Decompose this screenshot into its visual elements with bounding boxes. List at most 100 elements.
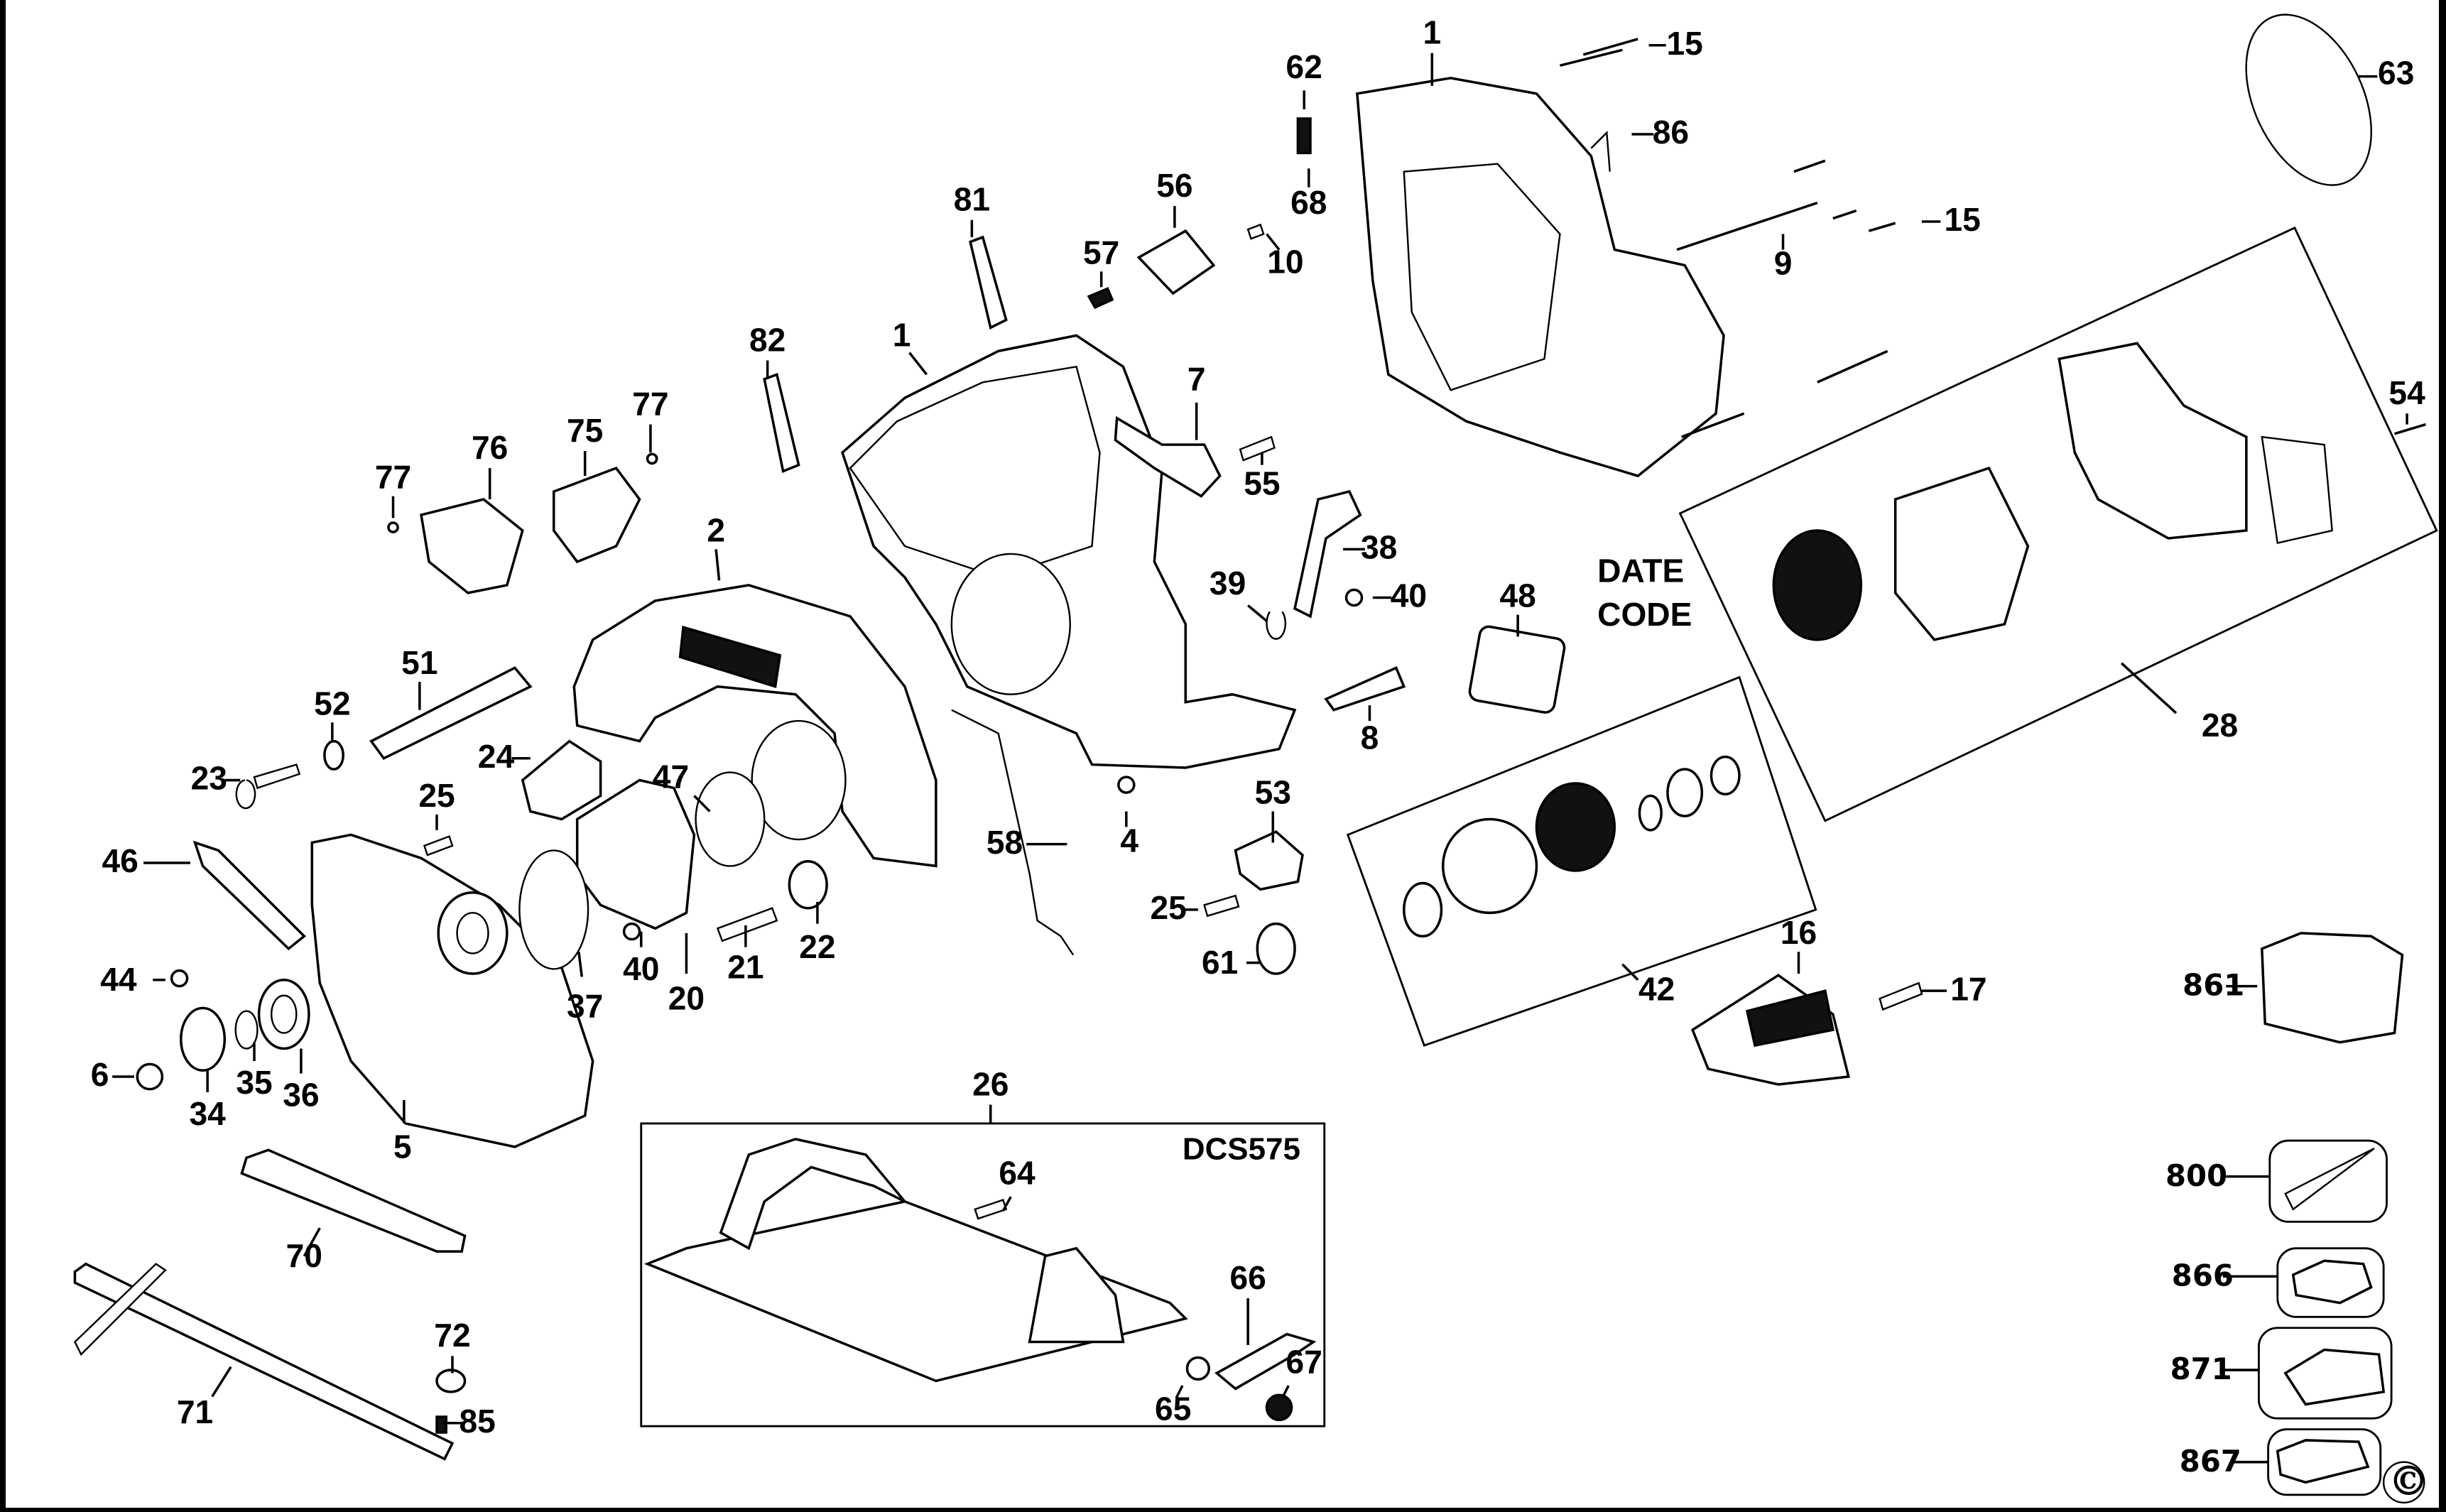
- shoe-assembly-group-box: [640, 1122, 1326, 1427]
- bracket-24: [521, 739, 602, 821]
- part-label-62: 62: [1286, 48, 1322, 85]
- nut-65: [1185, 1356, 1210, 1381]
- lower-blade-guard-shape: [310, 833, 594, 1148]
- screw-44: [170, 969, 189, 988]
- bevel-quadrant: [1028, 1246, 1125, 1344]
- screw-9: [1681, 412, 1745, 438]
- dust-port-76: [420, 498, 524, 594]
- part-label-68: 68: [1290, 184, 1327, 221]
- leader-line-71: [211, 1366, 232, 1398]
- part-label-70: 70: [286, 1237, 322, 1274]
- part-label-64: 64: [999, 1155, 1036, 1192]
- part-label-24: 24: [478, 738, 515, 775]
- knob-nut-67: [1265, 1393, 1293, 1422]
- clamp-washer-34: [180, 1006, 227, 1072]
- housing-left-grip: [849, 365, 1101, 579]
- part-label-72: 72: [434, 1317, 470, 1354]
- part-label-1a: 1: [893, 317, 911, 354]
- screw-3: [1676, 224, 1748, 251]
- accessory-871-box: [2258, 1327, 2393, 1420]
- gasket-47: [695, 771, 766, 867]
- upper-guard-brand-panel: [678, 625, 782, 689]
- blade-bolt-6: [136, 1062, 164, 1091]
- bevel-lever-66: [1214, 1332, 1317, 1391]
- part-label-77a: 77: [375, 459, 411, 496]
- part-label-85: 85: [459, 1403, 495, 1440]
- screw-40a: [1344, 588, 1364, 607]
- screw-5: [1793, 159, 1826, 173]
- leader-lines-layer: [112, 43, 2408, 1464]
- part-label-34: 34: [189, 1095, 226, 1132]
- screw-25a: [423, 835, 454, 856]
- armature-core: [1535, 782, 1616, 872]
- part-label-16: 16: [1781, 914, 1817, 951]
- leader-line-10: [1266, 233, 1281, 251]
- brush-board: [2058, 342, 2248, 540]
- part-label-61: 61: [1202, 944, 1238, 981]
- leader-line-70: [303, 1227, 321, 1257]
- part-label-35: 35: [236, 1064, 272, 1101]
- housing-right-inner: [1403, 163, 1561, 391]
- part-label-75: 75: [567, 412, 603, 449]
- part-label-40b: 40: [623, 950, 659, 987]
- part-label-1b: 1: [1423, 14, 1441, 51]
- band-63: [2245, 13, 2372, 186]
- light-housing-53: [1234, 830, 1304, 891]
- spring-39: [1266, 611, 1287, 640]
- charger-871: [2283, 1348, 2386, 1406]
- leader-line-47: [693, 795, 711, 812]
- date-code-label-line2: CODE: [1597, 596, 1692, 633]
- label-81: [969, 235, 1008, 330]
- part-label-25a: 25: [418, 777, 455, 814]
- part-label-55: 55: [1244, 464, 1280, 501]
- gear-case-shape: [575, 778, 696, 930]
- cover-brand-panel: [1745, 989, 1835, 1048]
- screw-40b: [622, 922, 641, 941]
- retaining-ring-35: [234, 1010, 259, 1050]
- part-label-82: 82: [749, 321, 786, 358]
- part-label-46: 46: [102, 842, 138, 879]
- accessory-label-861: 861: [2183, 968, 2244, 1003]
- fence-blade: [73, 1263, 167, 1356]
- part-label-54: 54: [2388, 374, 2425, 411]
- part-label-77b: 77: [632, 385, 668, 422]
- washer-small: [1638, 794, 1663, 832]
- part-label-15a: 15: [1666, 25, 1702, 62]
- leader-line-28: [2120, 662, 2178, 714]
- screw-77a: [387, 521, 399, 533]
- part-label-22: 22: [799, 928, 835, 965]
- end-plate: [2261, 435, 2333, 545]
- armature-fan: [1441, 817, 1538, 915]
- part-label-5: 5: [393, 1128, 412, 1165]
- part-label-36: 36: [283, 1077, 319, 1114]
- copyright-symbol: ©: [2388, 1457, 2429, 1505]
- tstak-case-861: [2261, 932, 2404, 1044]
- part-label-15b: 15: [1944, 201, 1980, 238]
- part-label-66: 66: [1229, 1259, 1266, 1296]
- bearing-left: [1403, 881, 1443, 938]
- hook-86: [1590, 131, 1611, 172]
- fence-knob-72: [435, 1369, 467, 1393]
- spring-62: [1296, 117, 1312, 155]
- screw-77b: [646, 452, 658, 465]
- nut-4: [1117, 776, 1136, 794]
- part-label-7: 7: [1187, 360, 1206, 397]
- part-label-86: 86: [1653, 114, 1689, 151]
- leader-line-2: [714, 549, 721, 581]
- accessory-label-800: 800: [2165, 1158, 2227, 1193]
- lower-guard-hub-inner: [456, 912, 489, 954]
- battery-866: [2291, 1259, 2373, 1305]
- field-frame: [1893, 466, 2030, 641]
- depth-lever-38: [1293, 490, 1362, 619]
- part-label-21: 21: [727, 949, 763, 986]
- screw-21: [716, 907, 778, 942]
- accessory-label-871: 871: [2170, 1351, 2232, 1386]
- copyright-circle: [2382, 1461, 2425, 1504]
- part-label-2: 2: [707, 511, 725, 548]
- part-label-56: 56: [1156, 167, 1192, 204]
- part-label-4: 4: [1120, 822, 1138, 859]
- part-label-28: 28: [2202, 707, 2238, 744]
- battery-867: [2276, 1439, 2370, 1484]
- washer-61: [1256, 922, 1296, 975]
- part-label-9: 9: [1774, 245, 1793, 282]
